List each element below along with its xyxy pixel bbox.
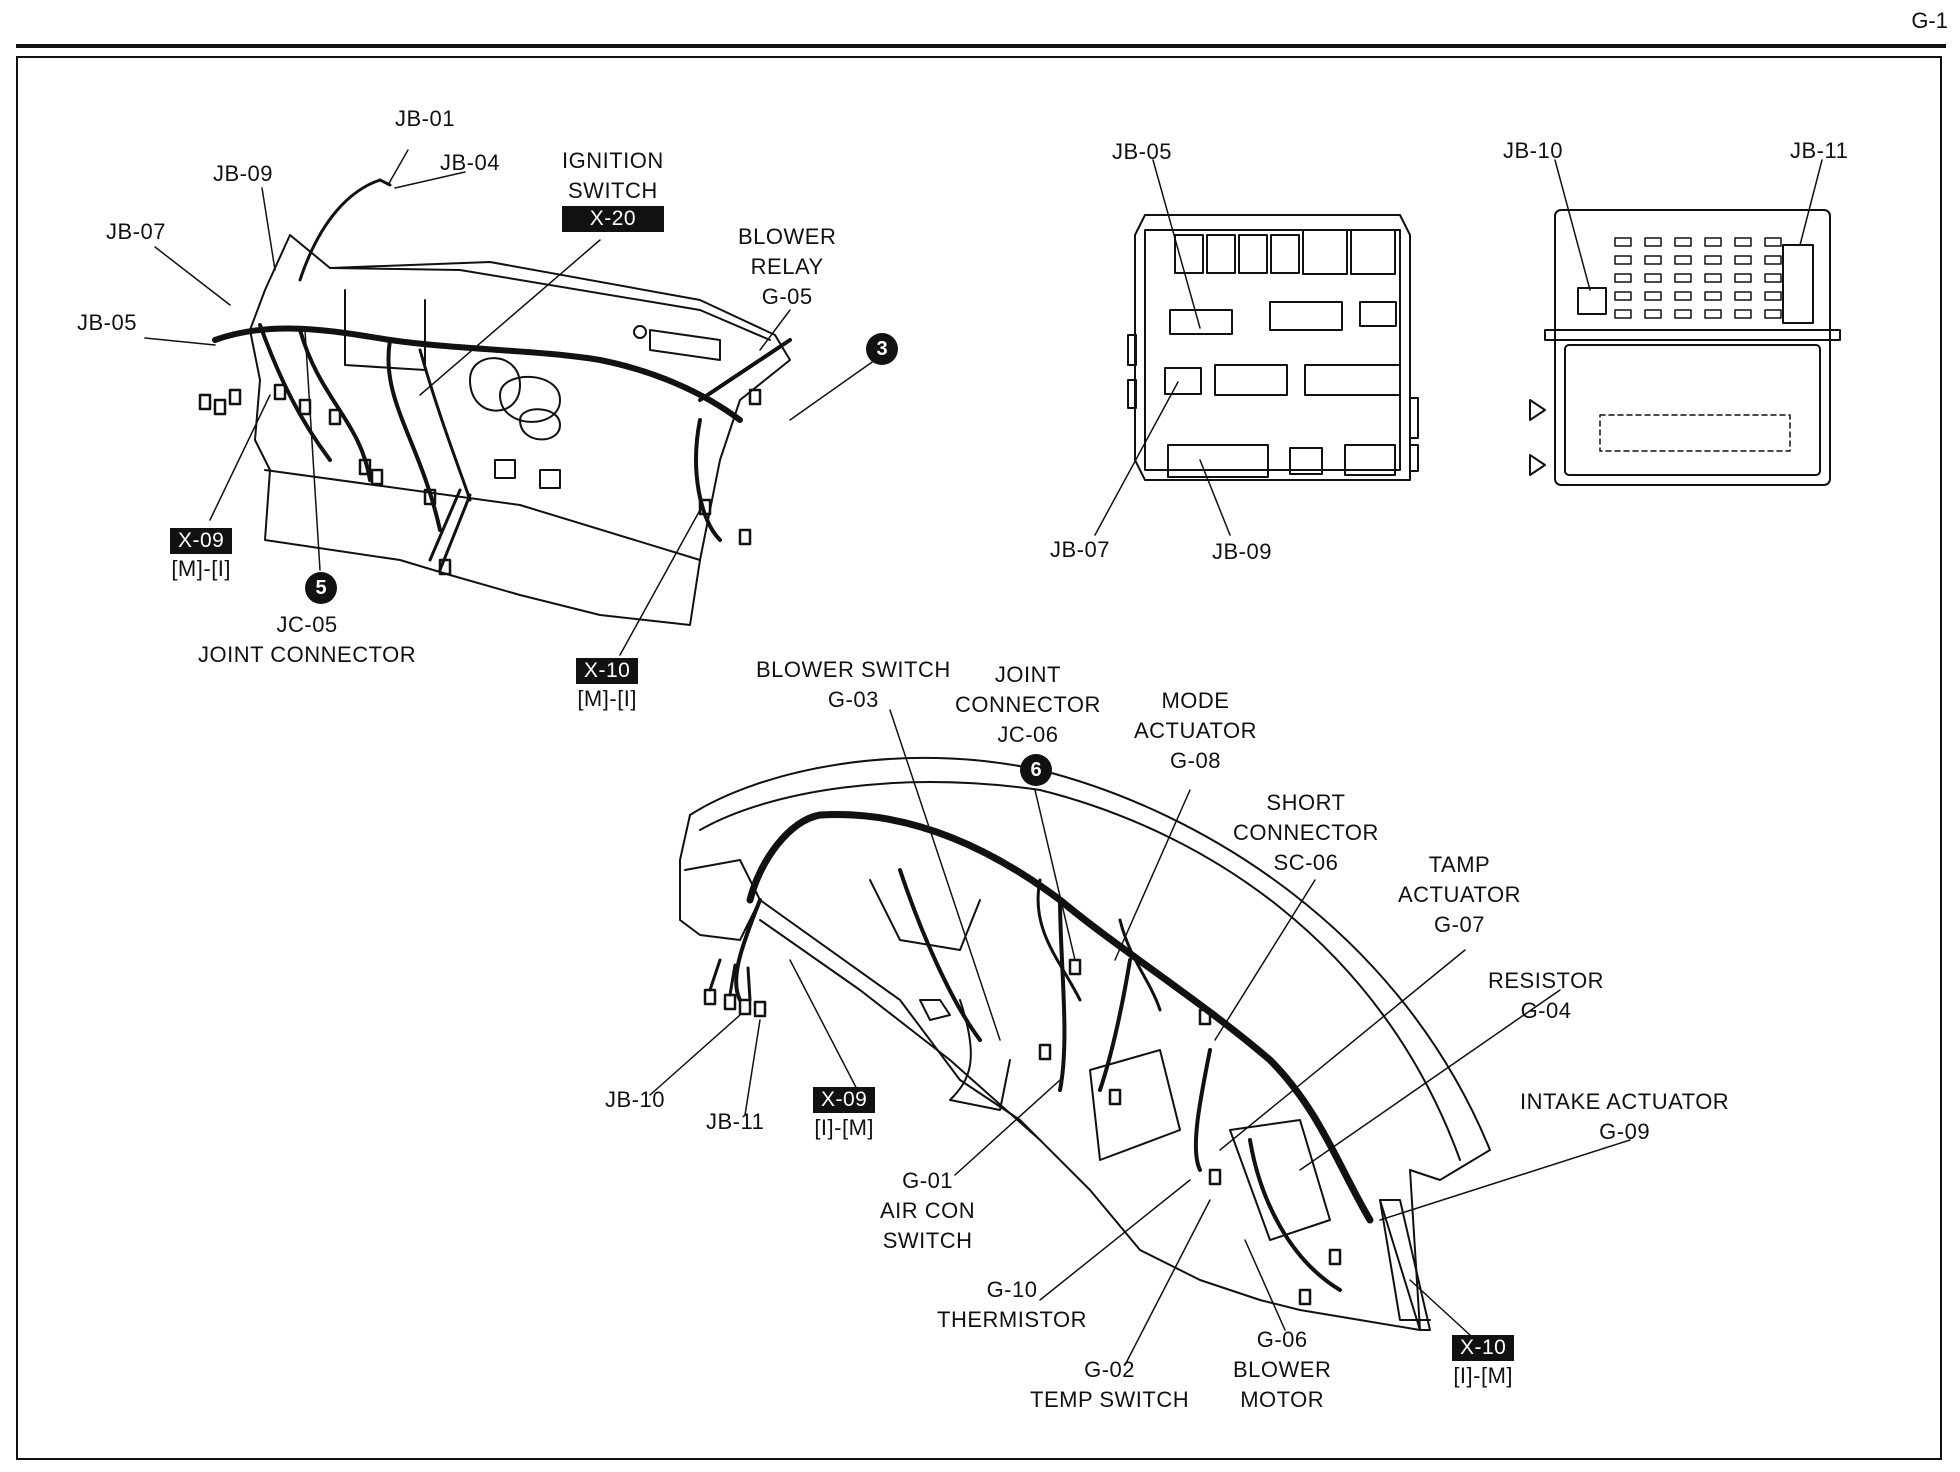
label-jb-09-box: JB-09 [1212,539,1272,564]
label-jb-07-top: JB-07 [106,219,166,244]
short-connector-line-2: CONNECTOR [1233,820,1379,845]
mode-actuator-line-1: MODE [1161,688,1230,713]
jc-06-line-1: JOINT [994,662,1061,687]
x-09-top-tag-text: X-09 [170,528,233,554]
label-blower-motor: G-06 BLOWER MOTOR [1233,1325,1331,1415]
callout-bullet-6: 6 [1020,754,1052,786]
header-rule [16,44,1946,48]
x-10-top-tag: X-10 [576,658,639,684]
thermistor-line-1: G-10 [986,1277,1038,1302]
label-air-con-switch: G-01 AIR CON SWITCH [880,1166,975,1256]
page-number: G-1 [1911,8,1948,33]
x-20-tag-text: X-20 [562,206,664,232]
tamp-actuator-line-2: ACTUATOR [1398,882,1521,907]
junction-block-left-leaders [1094,159,1231,536]
intake-actuator-line-2: G-09 [1599,1119,1651,1144]
label-ignition-switch: IGNITION SWITCH X-20 [562,146,664,232]
x-09-bottom-tag: X-09 [813,1087,876,1113]
label-x-10-bottom: X-10 [I]-[M] [1452,1335,1515,1391]
label-jb-05-box: JB-05 [1112,139,1172,164]
blower-motor-line-3: MOTOR [1240,1387,1325,1412]
label-blower-relay: BLOWER RELAY G-05 [738,222,836,312]
x-10-top-tag-text: X-10 [576,658,639,684]
label-x-09-top: X-09 [M]-[I] [170,528,233,584]
junction-block-right-leaders [1554,159,1823,291]
lower-dashboard-illustration [679,756,1491,1331]
upper-leader-lines [144,149,876,656]
label-thermistor: G-10 THERMISTOR [937,1275,1087,1335]
x-10-bottom-tag: X-10 [1452,1335,1515,1361]
label-tamp-actuator: TAMP ACTUATOR G-07 [1398,850,1521,940]
junction-block-left [1127,214,1419,481]
air-con-line-3: SWITCH [882,1228,973,1253]
x-09-bottom-sub: [I]-[M] [814,1115,875,1140]
intake-actuator-line-1: INTAKE ACTUATOR [1520,1089,1730,1114]
label-mode-actuator: MODE ACTUATOR G-08 [1134,686,1257,776]
diagram-frame [16,56,1942,1460]
blower-motor-line-1: G-06 [1256,1327,1308,1352]
blower-relay-line-1: BLOWER [738,224,837,249]
tamp-actuator-line-1: TAMP [1428,852,1491,877]
jc-05-line-1: JC-05 [276,612,338,637]
callout-bullet-3: 3 [866,333,898,365]
x-10-bottom-sub: [I]-[M] [1453,1363,1514,1388]
x-10-bottom-tag-text: X-10 [1452,1335,1515,1361]
ignition-line-1: IGNITION [562,148,664,173]
x-09-top-sub: [M]-[I] [171,556,232,581]
label-short-connector: SHORT CONNECTOR SC-06 [1233,788,1379,878]
tamp-actuator-line-3: G-07 [1434,912,1485,937]
blower-motor-line-2: BLOWER [1233,1357,1332,1382]
junction-block-right [1529,209,1841,486]
resistor-line-1: RESISTOR [1488,968,1605,993]
short-connector-line-1: SHORT [1266,790,1346,815]
lower-leader-lines [649,709,1631,1366]
blower-switch-line-1: BLOWER SWITCH [756,657,951,682]
label-blower-switch: BLOWER SWITCH G-03 [756,655,951,715]
air-con-line-2: AIR CON [880,1198,976,1223]
label-jb-01: JB-01 [395,106,455,131]
x-09-bottom-tag-text: X-09 [813,1087,876,1113]
label-jc-06: JOINT CONNECTOR JC-06 [955,660,1101,750]
jc-05-line-2: JOINT CONNECTOR [198,642,417,667]
temp-switch-line-2: TEMP SWITCH [1030,1387,1190,1412]
label-jb-11-bottom: JB-11 [706,1109,765,1134]
short-connector-line-3: SC-06 [1273,850,1339,875]
blower-relay-line-2: RELAY [750,254,824,279]
x-10-top-sub: [M]-[I] [577,686,638,711]
resistor-line-2: G-04 [1520,998,1572,1023]
upper-dashboard-illustration [198,178,792,626]
air-con-line-1: G-01 [902,1168,954,1193]
ignition-line-2: SWITCH [568,178,658,203]
label-jb-09-top: JB-09 [213,161,273,186]
jc-06-line-2: CONNECTOR [955,692,1101,717]
label-x-10-top: X-10 [M]-[I] [576,658,639,714]
callout-bullet-5: 5 [305,572,337,604]
label-jb-05-top: JB-05 [77,310,137,335]
temp-switch-line-1: G-02 [1084,1357,1135,1382]
label-jb-10-box: JB-10 [1503,138,1563,163]
x-20-tag: X-20 [562,206,664,232]
jc-06-line-3: JC-06 [997,722,1059,747]
label-resistor: RESISTOR G-04 [1488,966,1604,1026]
label-jb-10-bottom: JB-10 [605,1087,665,1112]
label-jb-11-box: JB-11 [1790,138,1849,163]
blower-switch-line-2: G-03 [827,687,879,712]
mode-actuator-line-3: G-08 [1170,748,1221,773]
label-temp-switch: G-02 TEMP SWITCH [1030,1355,1189,1415]
label-jb-07-box: JB-07 [1050,537,1110,562]
label-jc-05: JC-05 JOINT CONNECTOR [198,610,416,670]
label-x-09-bottom: X-09 [I]-[M] [813,1087,876,1143]
mode-actuator-line-2: ACTUATOR [1134,718,1257,743]
thermistor-line-2: THERMISTOR [937,1307,1088,1332]
x-09-top-tag: X-09 [170,528,233,554]
label-jb-04: JB-04 [440,150,500,175]
label-intake-actuator: INTAKE ACTUATOR G-09 [1520,1087,1729,1147]
blower-relay-line-3: G-05 [761,284,813,309]
